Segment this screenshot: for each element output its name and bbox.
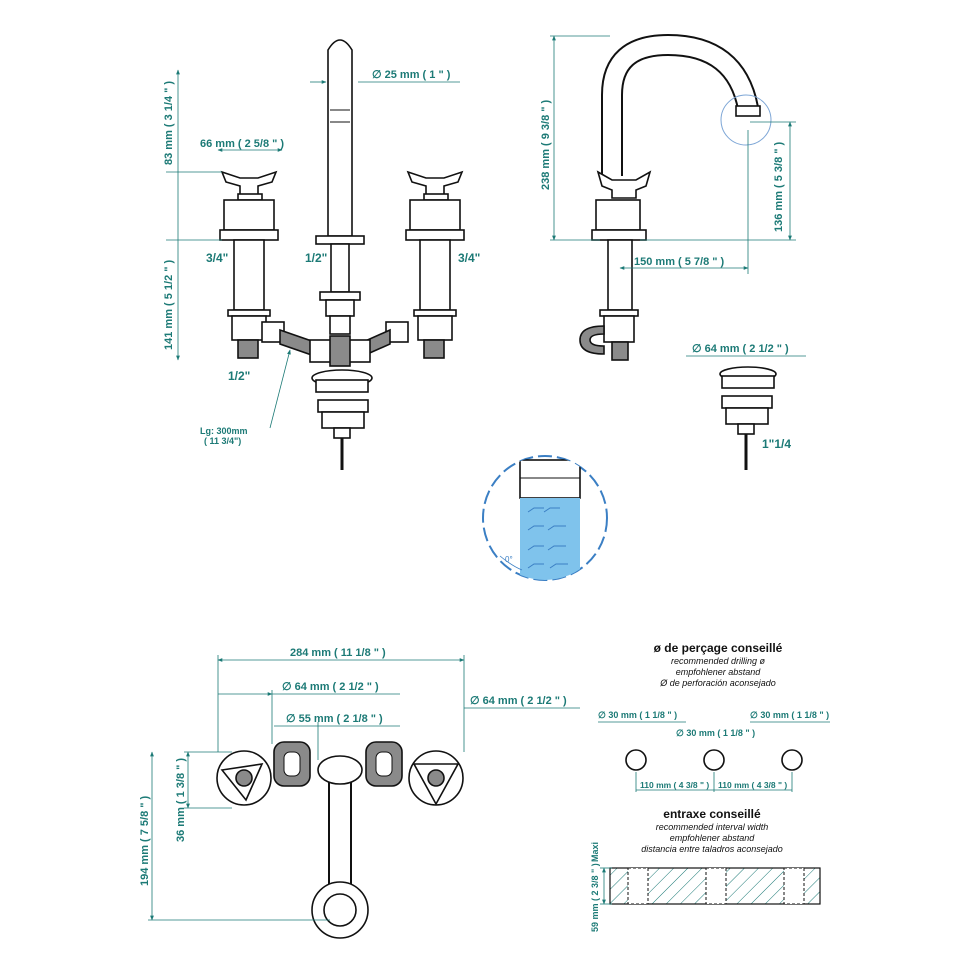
spout-reach-label: 150 mm ( 5 7/8 " ) <box>634 256 725 268</box>
spout-height-label: 136 mm ( 5 3/8 " ) <box>773 141 785 232</box>
drilling-line-de: empfohlener abstand <box>676 667 762 677</box>
conn-bottom-label: 1/2" <box>228 369 250 383</box>
height-lower-label: 141 mm ( 5 1/2 " ) <box>163 259 175 350</box>
height-upper-label: 83 mm ( 3 1/4 " ) <box>163 81 175 165</box>
hose-length-in-label: ( 11 3/4") <box>204 436 241 446</box>
angle-label: 0° <box>505 555 513 564</box>
drilling-title: ø de perçage conseillé <box>654 641 783 655</box>
maxi-label: Maxi <box>590 842 600 862</box>
drain-diameter-label: ∅ 64 mm ( 2 1/2 " ) <box>692 343 789 355</box>
right-diameter-label: ∅ 64 mm ( 2 1/2 " ) <box>470 695 567 707</box>
total-height-label: 238 mm ( 9 3/8 " ) <box>540 99 552 190</box>
hole-right-label: ∅ 30 mm ( 1 1/8 " ) <box>750 710 829 720</box>
interval-left-label: 110 mm ( 4 3/8 " ) <box>640 780 709 790</box>
spout-diameter-label: ∅ 25 mm ( 1 " ) <box>372 69 451 81</box>
side-view <box>579 33 777 470</box>
interval-line-de: empfohlener abstand <box>670 833 756 843</box>
depth-total-label: 194 mm ( 7 5/8 " ) <box>139 795 151 886</box>
conn-center-label: 1/2" <box>305 251 327 265</box>
front-view <box>219 39 465 470</box>
hose-length-label: Lg: 300mm <box>200 426 248 436</box>
handle-diameter-label: ∅ 64 mm ( 2 1/2 " ) <box>282 681 379 693</box>
interval-section: entraxe conseillé recommended interval w… <box>590 807 821 932</box>
hole-left-label: ∅ 30 mm ( 1 1/8 " ) <box>598 710 677 720</box>
front-dimensions: ∅ 25 mm ( 1 " ) 66 mm ( 2 5/8 " ) 83 mm … <box>163 69 480 446</box>
hole-center-label: ∅ 30 mm ( 1 1/8 " ) <box>676 728 755 738</box>
drilling-line-es: Ø de perforación aconsejado <box>659 678 776 688</box>
conn-left-label: 3/4" <box>206 251 228 265</box>
interval-line-en: recommended interval width <box>656 822 769 832</box>
top-dimensions: 284 mm ( 11 1/8 " ) ∅ 64 mm ( 2 1/2 " ) … <box>139 647 580 921</box>
interval-right-label: 110 mm ( 4 3/8 " ) <box>718 780 787 790</box>
total-width-label: 284 mm ( 11 1/8 " ) <box>290 647 386 659</box>
thickness-label: 59 mm ( 2 3/8 " ) <box>590 863 600 932</box>
right-valve <box>405 170 465 359</box>
side-dimensions: 238 mm ( 9 3/8 " ) 136 mm ( 5 3/8 " ) 15… <box>540 35 806 451</box>
interval-title: entraxe conseillé <box>663 807 761 821</box>
interval-line-es: distancia entre taladros aconsejado <box>641 844 783 854</box>
drain-conn-label: 1"1/4 <box>762 437 791 451</box>
base-diameter-label: ∅ 55 mm ( 2 1/8 " ) <box>286 713 383 725</box>
drilling-line-en: recommended drilling ø <box>671 656 766 666</box>
left-valve <box>219 170 279 359</box>
conn-right-label: 3/4" <box>458 251 480 265</box>
drilling-section: ø de perçage conseillé recommended drill… <box>598 641 830 792</box>
depth-small-label: 36 mm ( 1 3/8 " ) <box>175 758 187 842</box>
top-view <box>216 741 464 939</box>
aerator-detail: 0° <box>482 455 608 581</box>
spout-body <box>327 39 353 237</box>
handle-width-label: 66 mm ( 2 5/8 " ) <box>200 138 284 150</box>
